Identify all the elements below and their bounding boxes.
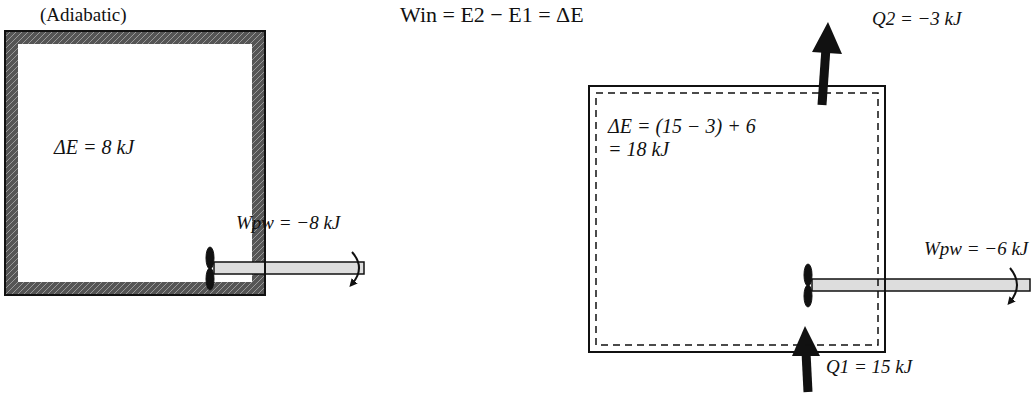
adiabatic-system-box: (Adiabatic)ΔE = 8 kJ: [4, 30, 266, 296]
control-surface: [596, 93, 878, 345]
energy-text: ΔE = (15 − 3) + 6 = 18 kJ: [608, 115, 758, 161]
paddle-wheel-left: [206, 247, 364, 290]
heat-arrow-in: [792, 326, 820, 392]
work-label: Wpw = −8 kJ: [236, 212, 340, 234]
paddle-wheel-right: [804, 264, 1030, 307]
energy-equation: Win = E2 − E1 = ΔE: [400, 2, 584, 27]
heat-label: Q2 = −3 kJ: [872, 8, 961, 30]
energy-text: ΔE = 8 kJ: [54, 136, 134, 159]
box-heading: (Adiabatic): [40, 4, 127, 26]
system-box: ΔE = (15 − 3) + 6 = 18 kJ: [588, 85, 886, 353]
adiabatic-wall: [4, 30, 266, 296]
heat-label: Q1 = 15 kJ: [826, 356, 912, 378]
work-label: Wpw = −6 kJ: [924, 238, 1028, 260]
